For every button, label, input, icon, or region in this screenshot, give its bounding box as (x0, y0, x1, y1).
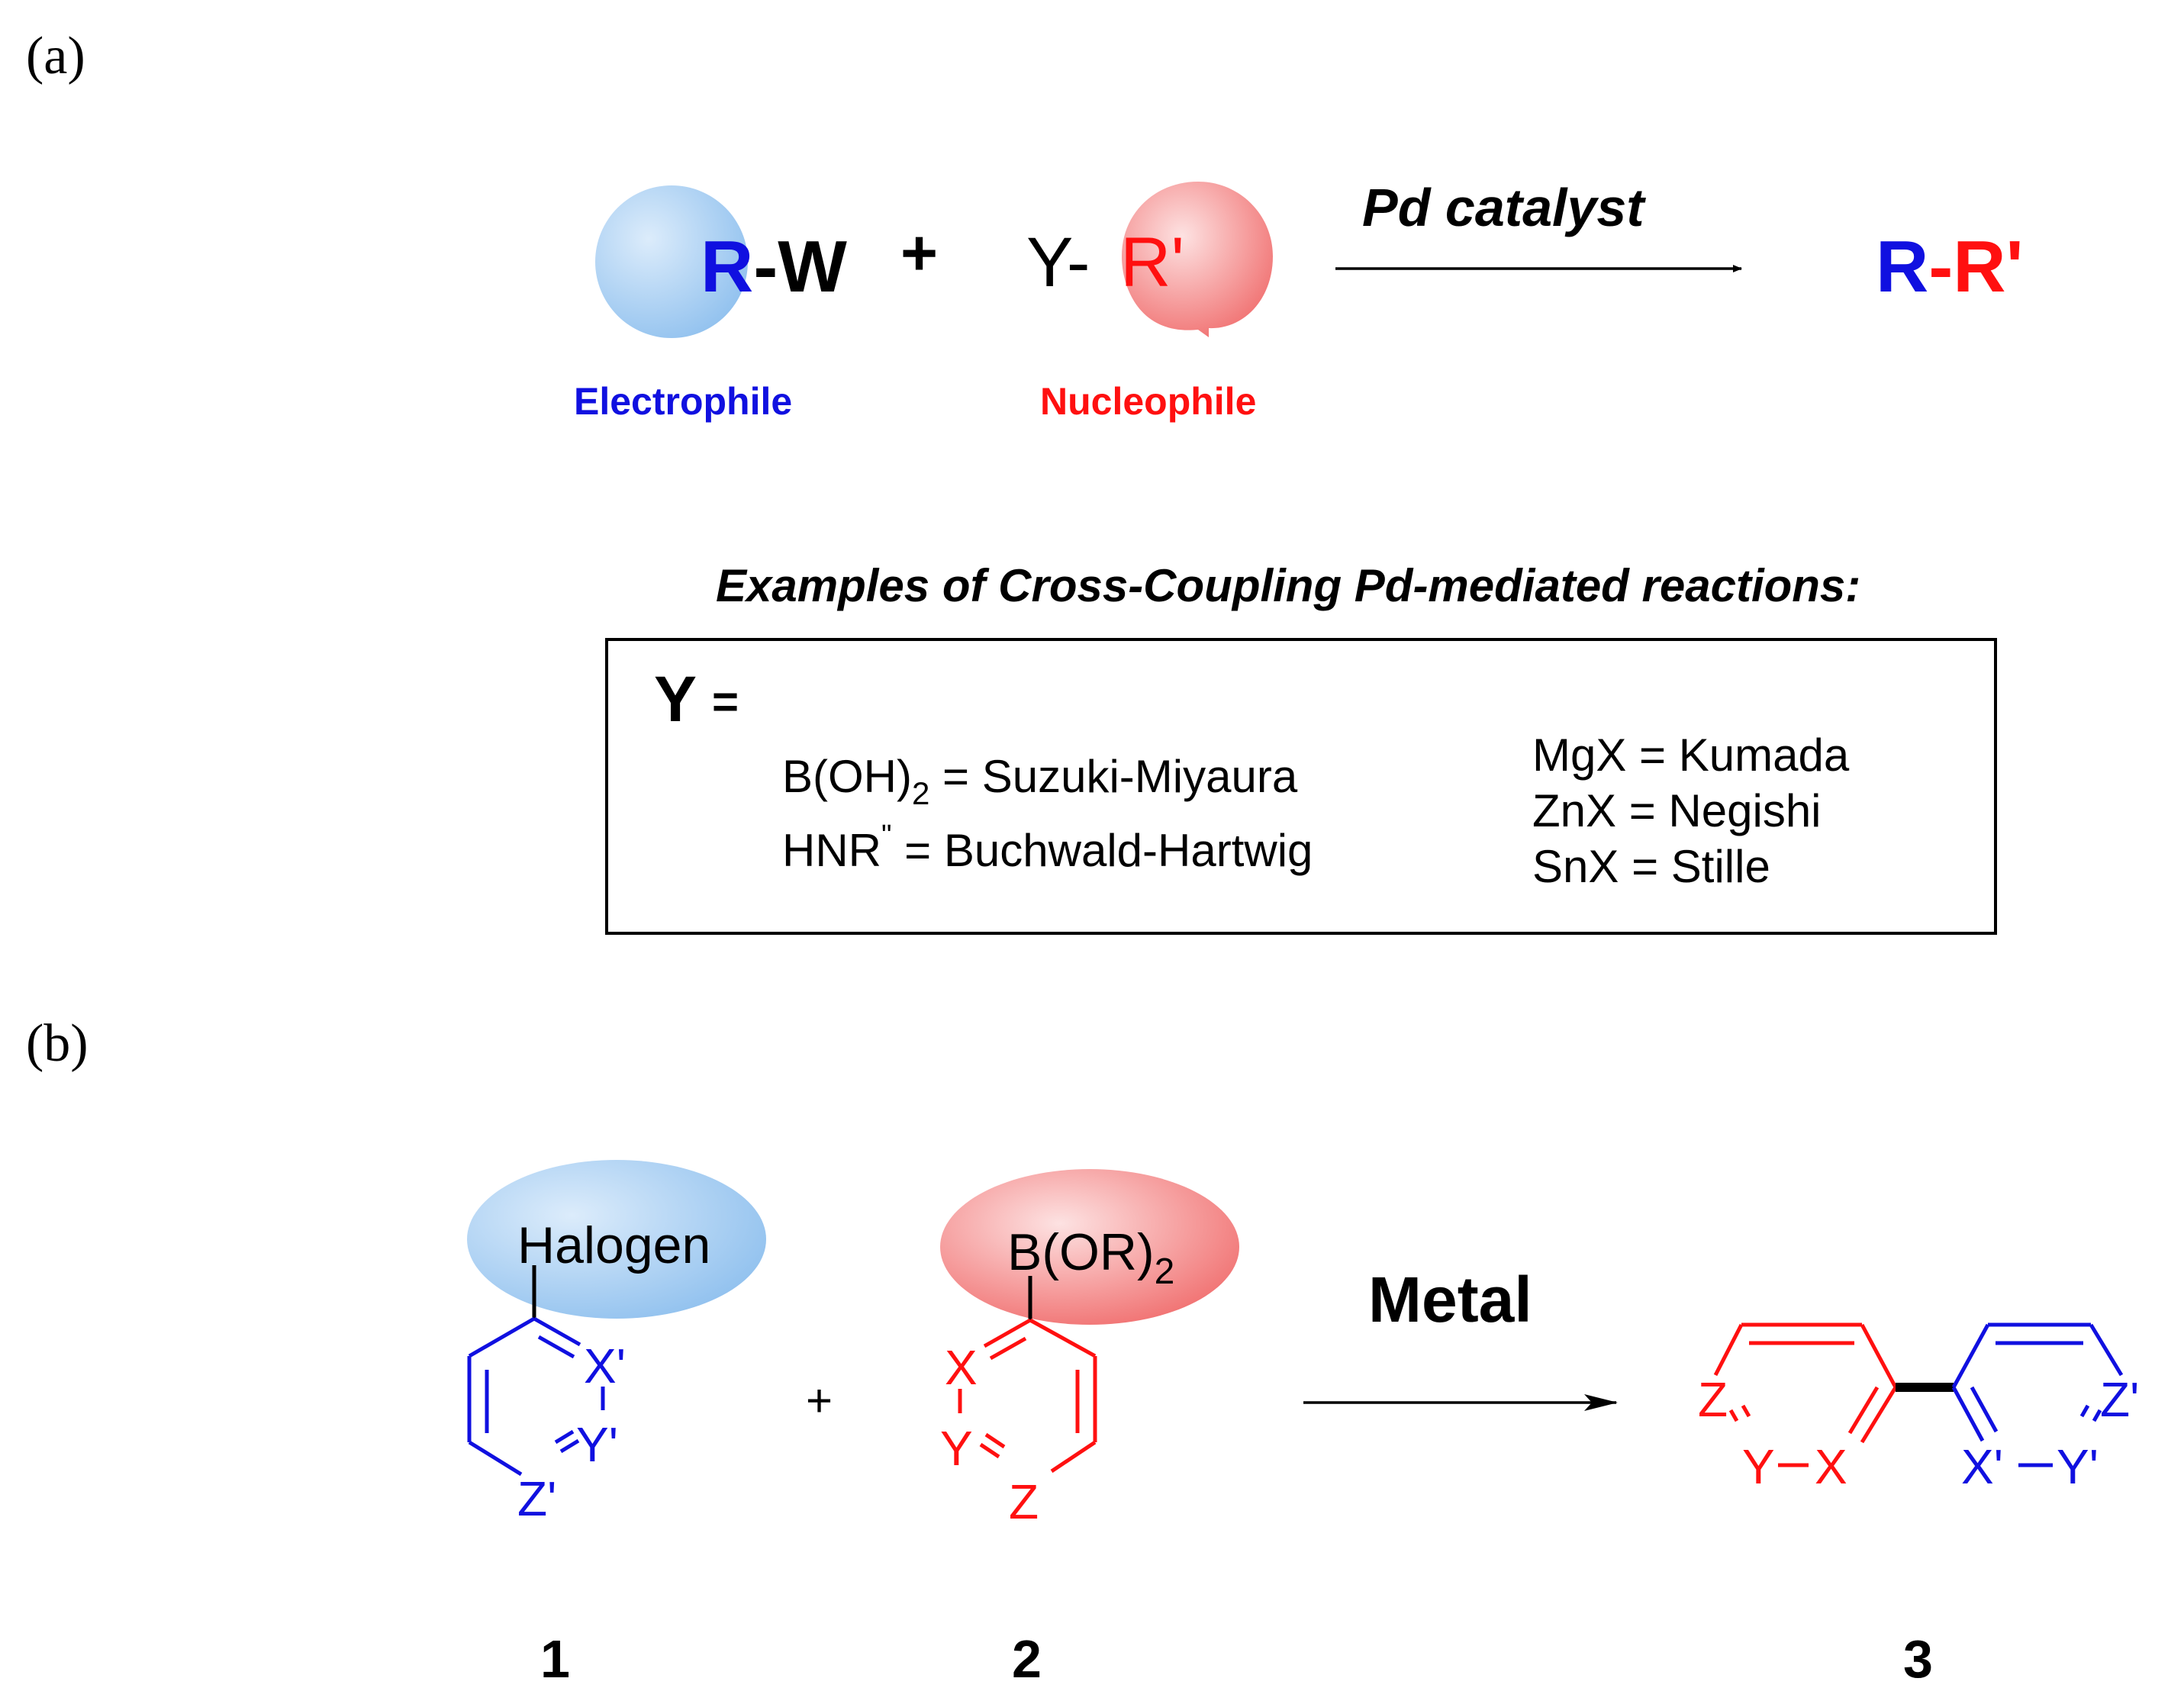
compound-2-z: Z (1009, 1474, 1039, 1529)
halogen-bubble (467, 1160, 766, 1319)
electrophile-formula: R-W (701, 226, 847, 308)
product-3-z-prime: Z' (2100, 1372, 2139, 1427)
compound-1-y-prime: Y' (576, 1417, 618, 1472)
plus-sign-b: + (806, 1375, 833, 1426)
product-3-right-ring (1951, 1322, 2124, 1467)
compound-2-y: Y (940, 1421, 973, 1476)
product-3-y: Y (1742, 1439, 1775, 1494)
nucleophile-label: Nucleophile (1040, 380, 1256, 423)
product-3-x-prime: X' (1961, 1439, 2003, 1494)
compound-1-ring (467, 1265, 605, 1477)
electrophile-w: W (778, 226, 847, 308)
product-a-dash: - (1928, 226, 1953, 308)
y-equals-y: Y (654, 663, 697, 735)
boron-label: B(OR)2 (1007, 1223, 1174, 1292)
suzuki-line: B(OH)2 = Suzuki-Miyaura (782, 751, 1298, 811)
nucleophile-bubble (1122, 182, 1273, 337)
panel-a-label: (a) (26, 27, 85, 85)
buchwald-line: HNR" = Buchwald-Hartwig (782, 820, 1313, 876)
product-3-x: X (1815, 1439, 1847, 1494)
examples-box (605, 638, 1997, 935)
compound-2-x: X (945, 1340, 978, 1395)
compound-1-x-prime: X' (584, 1338, 626, 1393)
compound-2-ring (958, 1276, 1097, 1474)
product-a-r-prime: R' (1953, 226, 2023, 308)
nucleophile-r-prime: R' (1120, 224, 1184, 301)
product-a-r: R (1876, 226, 1928, 308)
product-3-left-ring (1713, 1322, 1898, 1467)
panel-b-label: (b) (26, 1014, 89, 1073)
negishi-line: ZnX = Negishi (1532, 785, 1822, 836)
nucleophile-y: Y- (1026, 224, 1090, 301)
kumada-line: MgX = Kumada (1532, 730, 1850, 781)
electrophile-dash: - (753, 226, 778, 308)
compound-2-number: 2 (1012, 1629, 1042, 1689)
halogen-label: Halogen (517, 1216, 710, 1274)
product-3-number: 3 (1903, 1629, 1933, 1689)
product-3-y-prime: Y' (2057, 1439, 2099, 1494)
examples-heading: Examples of Cross-Coupling Pd-mediated r… (716, 560, 1860, 611)
pd-catalyst-label: Pd catalyst (1362, 178, 1646, 237)
plus-sign-a: + (900, 217, 938, 288)
compound-1-number: 1 (540, 1629, 570, 1689)
electrophile-r: R (701, 226, 753, 308)
stille-line: SnX = Stille (1532, 841, 1770, 892)
product-3-z: Z (1698, 1372, 1728, 1427)
electrophile-bubble (595, 185, 748, 338)
compound-1-z-prime: Z' (517, 1471, 556, 1526)
electrophile-label: Electrophile (574, 380, 792, 423)
product-a-formula: R-R' (1876, 226, 2023, 308)
y-equals-eq: = (712, 676, 739, 727)
metal-label: Metal (1368, 1264, 1532, 1335)
boron-bubble (940, 1169, 1239, 1325)
